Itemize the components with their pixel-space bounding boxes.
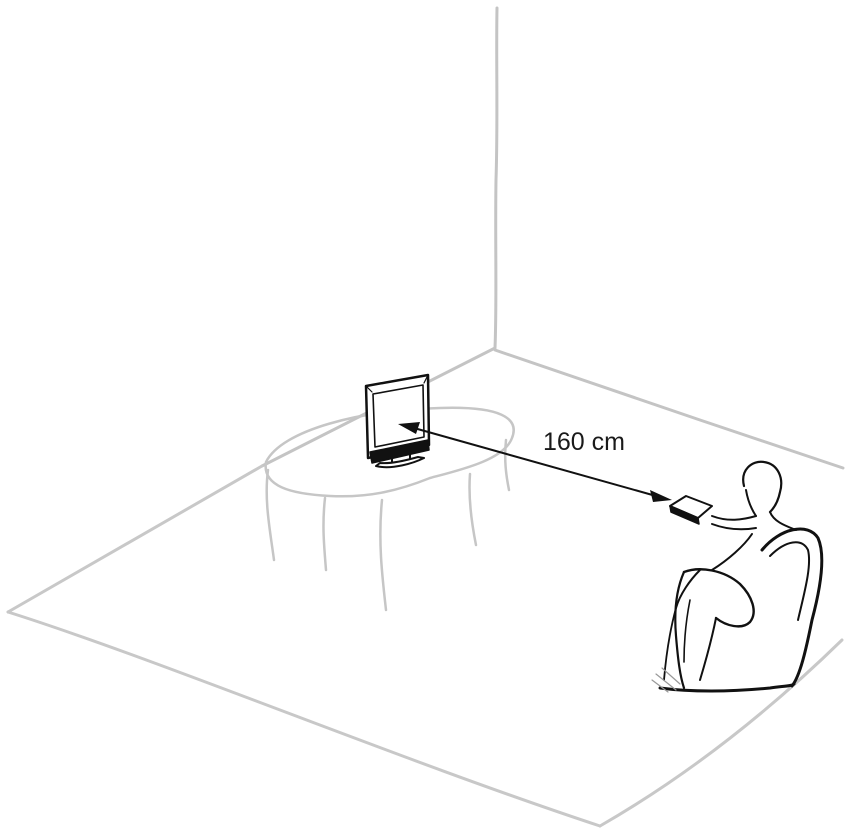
tv-monitor [364, 373, 431, 469]
table-leg-5 [503, 438, 511, 492]
tv-base-panel [369, 439, 430, 464]
armchair-seat-front [699, 617, 717, 681]
floor-front-edge [6, 610, 602, 828]
wall-right-floor-edge [493, 348, 845, 470]
armchair-hatch [651, 667, 681, 693]
wall-corner-line [493, 6, 499, 350]
remote-side [669, 505, 700, 525]
remote-control [669, 495, 713, 525]
arrowhead-tv [398, 422, 420, 434]
person-forearm [711, 533, 753, 571]
floor-left-edge [6, 464, 264, 614]
distance-arrow [398, 422, 672, 502]
floor-right-front-edge [598, 638, 844, 828]
person-leg-inner [683, 599, 691, 663]
table-leg-3 [379, 498, 388, 612]
armchair-arm [682, 568, 755, 628]
distance-label: 160 cm [543, 428, 625, 456]
table-leg-4 [468, 472, 478, 547]
tv-stand-base [375, 456, 425, 469]
table-leg-1 [265, 468, 276, 562]
person-in-armchair [651, 460, 824, 693]
armchair-back [760, 527, 824, 688]
person-chin-chest [745, 489, 757, 517]
armchair-arm-front [674, 570, 686, 690]
person-lap [675, 569, 701, 609]
person-neck-back [769, 511, 797, 531]
table-leg-2 [322, 496, 328, 572]
tv-screen [372, 384, 425, 448]
person-arm [711, 515, 757, 531]
distance-line [413, 427, 657, 497]
tv-bezel-shadow [365, 374, 429, 393]
armchair-base [658, 682, 796, 693]
room-walls [260, 6, 845, 470]
person-head [742, 460, 783, 514]
arrowhead-remote [650, 490, 672, 502]
room-floor [6, 464, 844, 828]
armchair-back-inner [769, 541, 811, 621]
